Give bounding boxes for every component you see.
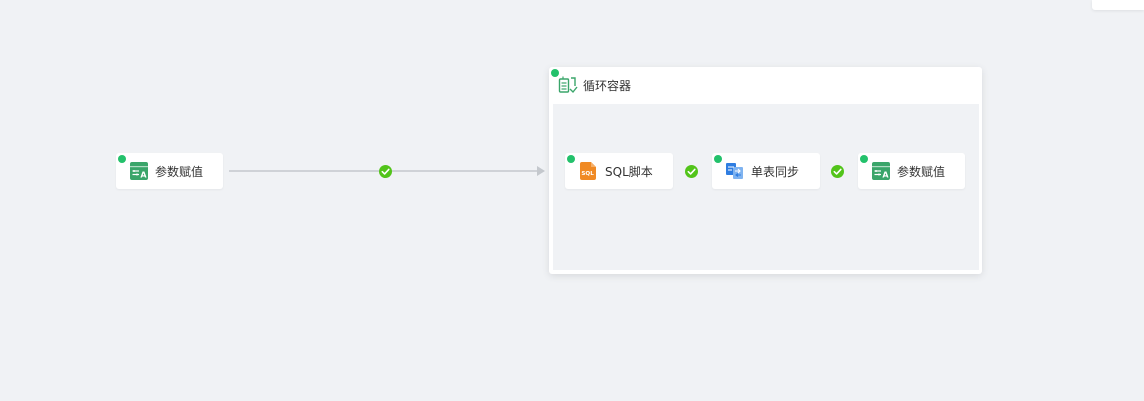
param-assign-icon: A: [872, 162, 890, 180]
node-sql-script[interactable]: SQL SQL脚本: [565, 153, 673, 189]
sql-script-icon: SQL: [580, 162, 598, 180]
node-label: 参数赋值: [897, 164, 946, 179]
param-assign-icon: A: [130, 162, 148, 180]
status-dot: [567, 155, 575, 163]
status-dot: [860, 155, 868, 163]
success-check-icon[interactable]: [831, 165, 844, 178]
node-label: 单表同步: [751, 164, 800, 179]
status-dot: [551, 69, 559, 77]
node-param-assign-outer[interactable]: A 参数赋值: [116, 153, 223, 189]
node-label: SQL脚本: [605, 164, 653, 179]
loop-container-header[interactable]: 循环容器: [549, 67, 982, 103]
svg-text:A: A: [140, 171, 147, 180]
status-dot: [118, 155, 126, 163]
svg-text:A: A: [882, 171, 889, 180]
loop-container-icon: [558, 75, 578, 95]
single-table-sync-icon: [726, 162, 744, 180]
node-single-table-sync[interactable]: 单表同步: [712, 153, 820, 189]
success-check-icon[interactable]: [685, 165, 698, 178]
node-param-assign-inner[interactable]: A 参数赋值: [858, 153, 965, 189]
status-dot: [714, 155, 722, 163]
node-label: 参数赋值: [155, 164, 204, 179]
loop-container-title: 循环容器: [583, 78, 632, 93]
success-check-icon[interactable]: [379, 165, 392, 178]
sql-icon-text: SQL: [581, 171, 594, 177]
top-right-panel: [1092, 0, 1144, 10]
